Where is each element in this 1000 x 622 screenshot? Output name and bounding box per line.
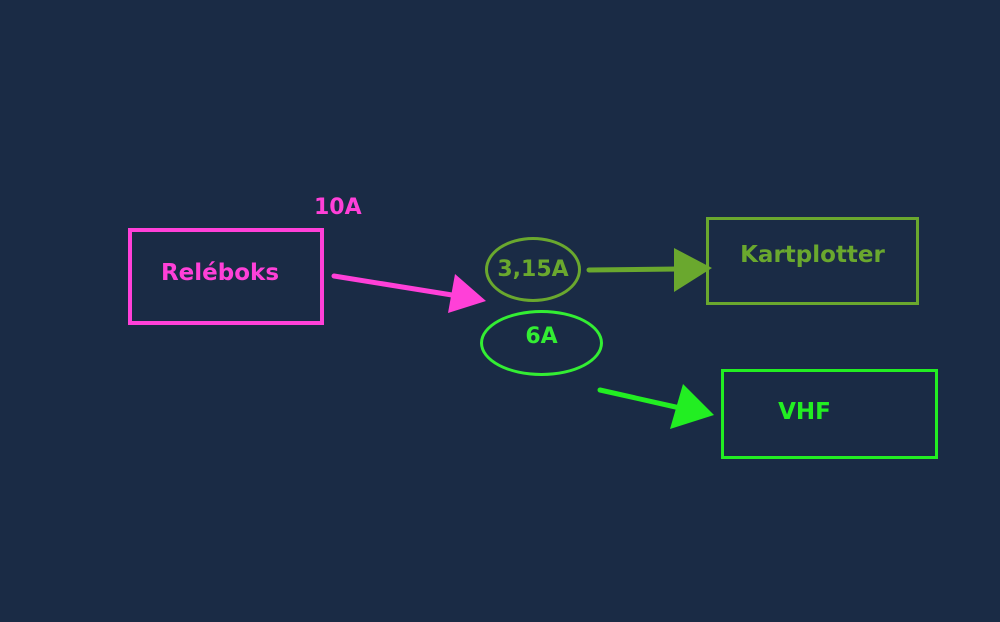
relay-label: Reléboks [160,259,280,286]
fuse-to-plotter-arrow-shaft [586,266,681,273]
fuse-to-plotter-arrowhead [674,248,712,292]
relay-to-fuse-arrow-shaft [331,273,455,298]
plotter-fuse-label: 3,15A [497,257,569,282]
vhf-box: VHF [721,369,938,459]
chartplotter-box: Kartplotter [706,217,919,305]
fuse-to-vhf-arrowhead [670,384,714,429]
vhf-label: VHF [778,399,831,425]
chartplotter-label: Kartplotter [740,242,885,268]
relay-box: Reléboks [128,228,324,325]
vhf-fuse-ellipse: 6A [480,310,603,376]
vhf-fuse-label: 6A [525,323,558,349]
main-fuse-label: 10A [314,195,362,220]
plotter-fuse-ellipse: 3,15A [485,237,581,302]
fuse-to-vhf-arrow-shaft [597,387,683,411]
relay-to-fuse-arrowhead [448,274,486,313]
